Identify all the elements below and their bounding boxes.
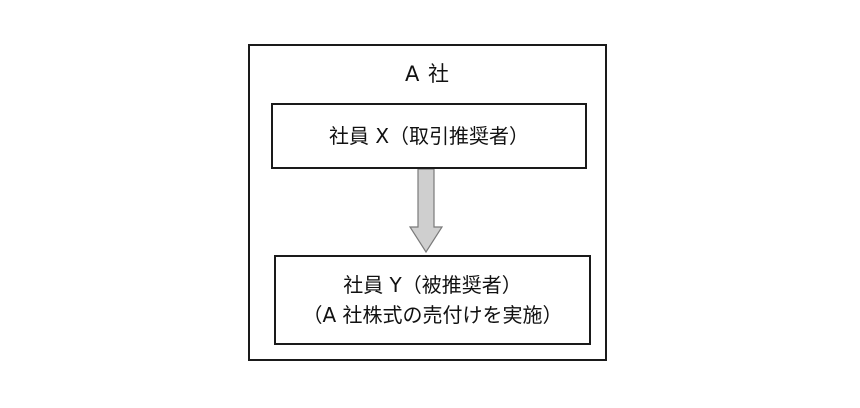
employee-x-label: 社員 X（取引推奨者） — [328, 124, 530, 148]
recommendation-arrow — [409, 169, 443, 253]
company-label: A 社 — [404, 62, 451, 86]
employee-x-box: 社員 X（取引推奨者） — [271, 103, 587, 169]
employee-y-label: 社員 Y（被推奨者） — [343, 273, 522, 297]
employee-y-sublabel: （A 社株式の売付けを実施） — [302, 303, 563, 327]
down-arrow-icon — [409, 169, 443, 253]
employee-y-box: 社員 Y（被推奨者） （A 社株式の売付けを実施） — [274, 255, 591, 345]
